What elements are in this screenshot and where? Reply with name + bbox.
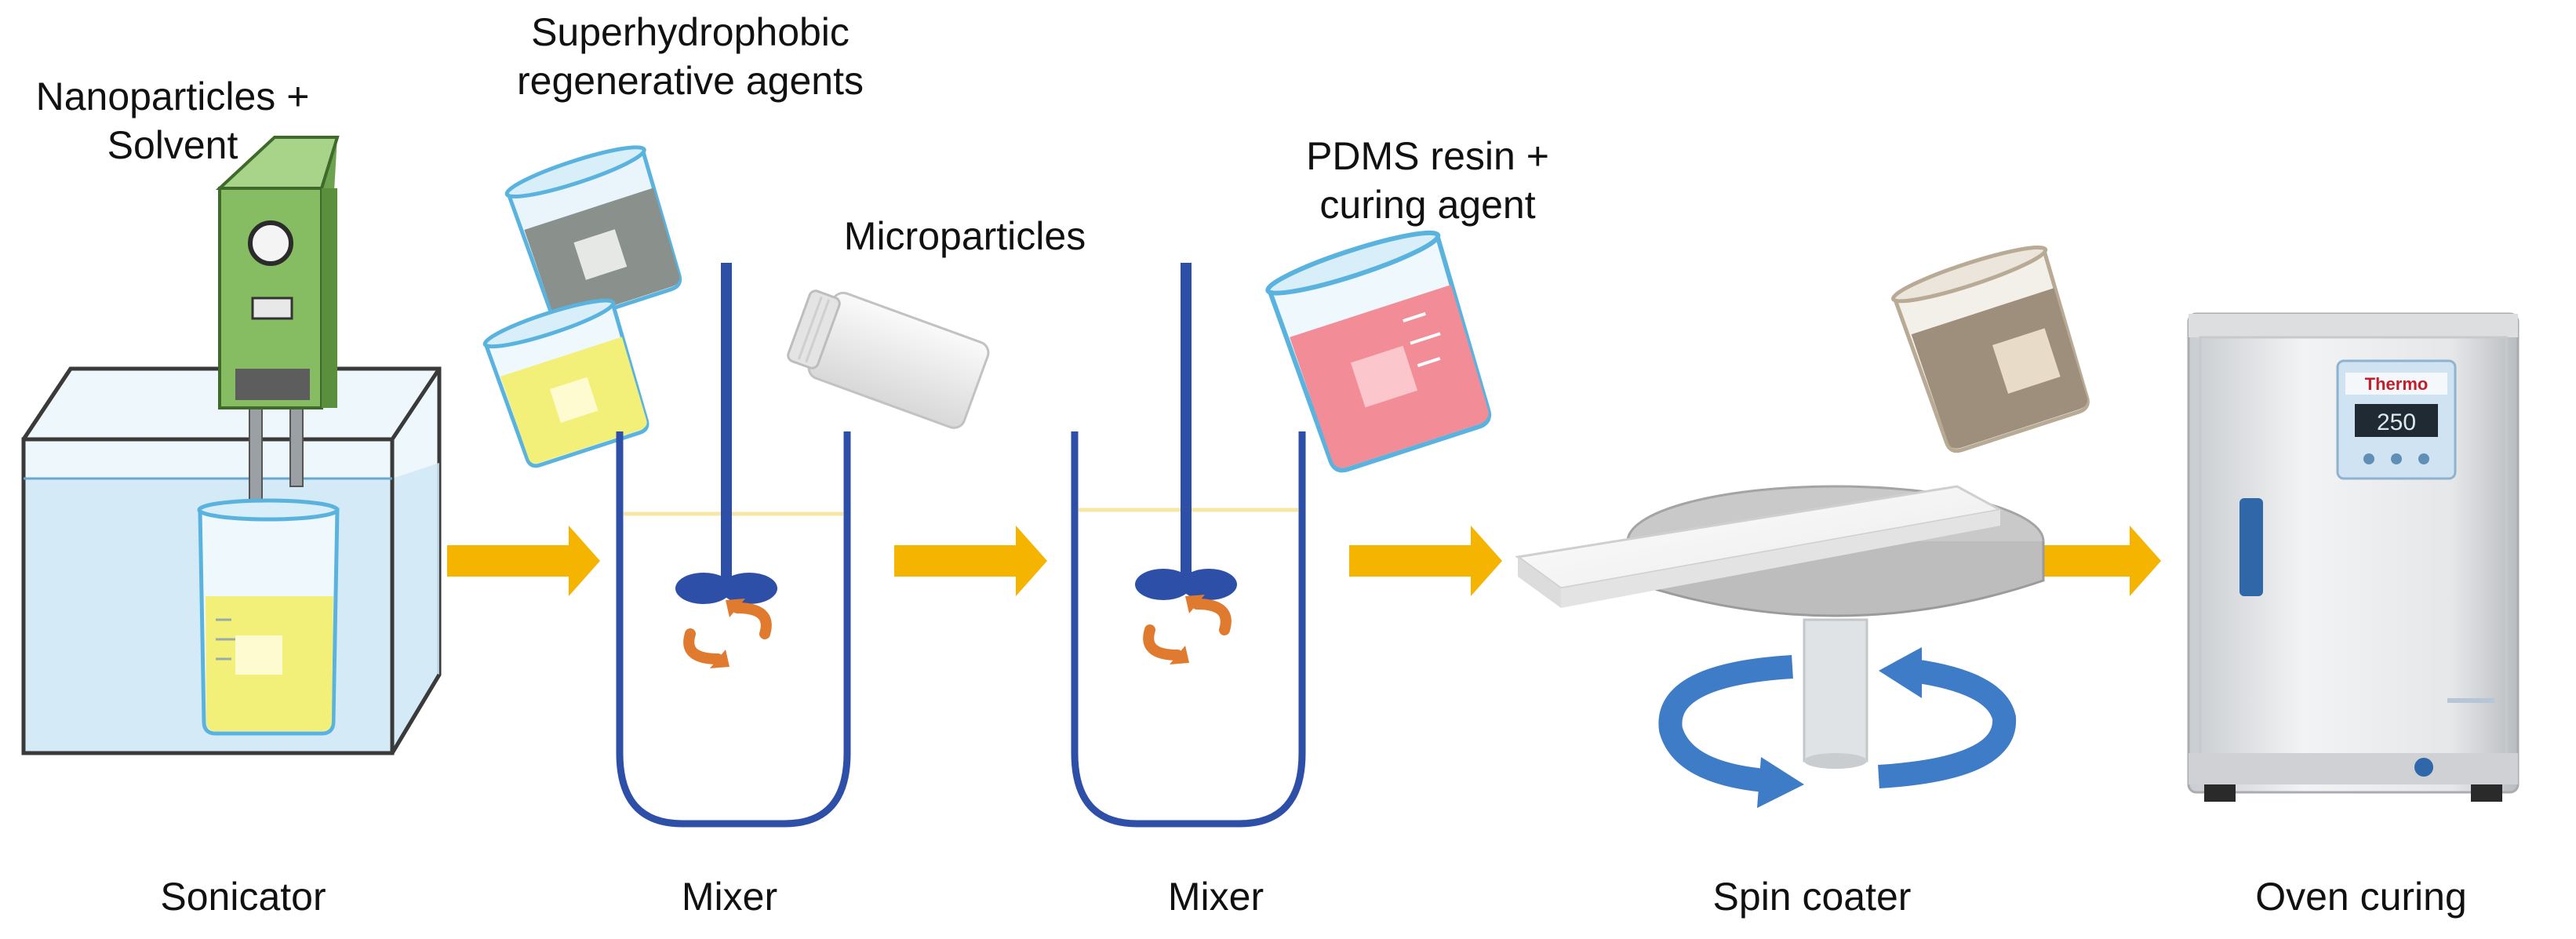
gray-beaker bbox=[504, 145, 682, 326]
oven-power-button bbox=[2414, 758, 2433, 777]
water-tank-front bbox=[21, 437, 395, 755]
spin-rotation-arrows bbox=[1658, 647, 2017, 808]
spin-coater-illustration bbox=[1515, 245, 2090, 808]
label-nanoparticles: Nanoparticles + Solvent bbox=[31, 72, 314, 169]
yellow-small-beaker bbox=[482, 298, 649, 468]
label-pdms-line2: curing agent bbox=[1319, 183, 1536, 227]
label-pdms-line1: PDMS resin + bbox=[1306, 134, 1549, 178]
sonicator-head bbox=[215, 136, 340, 409]
arrow-4 bbox=[2008, 526, 2161, 596]
flow-arrows bbox=[447, 526, 2161, 596]
step-label-sonicator: Sonicator bbox=[160, 875, 326, 919]
step-label-oven-curing: Oven curing bbox=[2255, 875, 2467, 919]
label-regenerative-agents-line1: Superhydrophobic bbox=[531, 10, 850, 54]
mixer-2-vessel bbox=[1071, 431, 1306, 828]
step-label-spin-coater: Spin coater bbox=[1712, 875, 1912, 919]
label-regenerative-agents: Superhydrophobic regenerative agents bbox=[478, 8, 902, 105]
arrow-2 bbox=[894, 526, 1047, 596]
step-label-mixer-1: Mixer bbox=[681, 875, 778, 919]
microparticles-bottle bbox=[787, 289, 990, 429]
label-regenerative-agents-line2: regenerative agents bbox=[517, 59, 864, 103]
label-pdms-resin: PDMS resin + curing agent bbox=[1255, 132, 1600, 229]
oven-handle bbox=[2239, 498, 2263, 596]
arrow-1 bbox=[447, 526, 600, 596]
oven-brand-text: Thermo bbox=[2365, 374, 2429, 394]
mixer-1-shaft bbox=[721, 263, 732, 588]
mixer-2-shaft bbox=[1181, 263, 1192, 584]
arrow-3 bbox=[1349, 526, 1502, 596]
mixer-1-swirl bbox=[683, 602, 772, 664]
brown-beaker bbox=[1891, 245, 2090, 453]
label-nanoparticles-line2: Solvent bbox=[107, 123, 238, 167]
label-microparticles: Microparticles bbox=[843, 214, 1086, 258]
yellow-beaker bbox=[197, 498, 340, 736]
mixer-1-illustration bbox=[482, 145, 990, 828]
step-label-mixer-2: Mixer bbox=[1167, 875, 1264, 919]
label-nanoparticles-line1: Nanoparticles + bbox=[35, 75, 310, 118]
oven-illustration: Thermo 250 bbox=[2187, 312, 2520, 802]
mixer-1-vessel bbox=[616, 431, 851, 828]
sonicator-illustration bbox=[21, 136, 442, 755]
red-beaker bbox=[1265, 230, 1492, 473]
spin-column bbox=[1803, 618, 1868, 762]
mixer-2-swirl bbox=[1143, 599, 1232, 661]
oven-display-text: 250 bbox=[2377, 409, 2416, 435]
mixer-2-illustration bbox=[1071, 230, 1492, 828]
